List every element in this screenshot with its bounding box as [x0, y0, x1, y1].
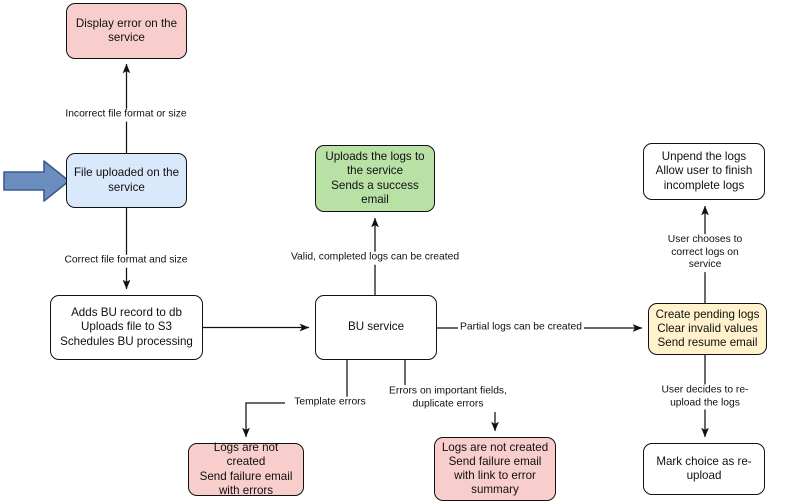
- edge-label-correct-format: Correct file format and size: [62, 254, 190, 268]
- edge-label-partial-logs: Partial logs can be created: [458, 321, 584, 335]
- node-unpend-the-logs[interactable]: Unpend the logs Allow user to finish inc…: [643, 143, 765, 200]
- edge-label-user-corrects: User chooses to correct logs on service: [657, 234, 753, 272]
- edge-template-to-logs-errors: [242, 402, 285, 438]
- edge-label-incorrect-format: Incorrect file format or size: [63, 108, 189, 122]
- edge-label-user-reuploads: User decides to re-upload the logs: [657, 384, 753, 410]
- node-uploads-logs-success[interactable]: Uploads the logs to the service Sends a …: [315, 145, 435, 212]
- edge-label-important-errors: Errors on important fields, duplicate er…: [387, 385, 509, 411]
- node-display-error[interactable]: Display error on the service: [66, 3, 187, 59]
- node-adds-bu-record[interactable]: Adds BU record to db Uploads file to S3 …: [50, 295, 203, 360]
- node-logs-not-created-errors[interactable]: Logs are not created Send failure email …: [188, 441, 304, 497]
- node-mark-choice-reupload[interactable]: Mark choice as re- upload: [643, 443, 765, 495]
- edge-label-template-errors: Template errors: [292, 396, 368, 410]
- node-logs-not-created-summary[interactable]: Logs are not created Send failure email …: [434, 437, 556, 501]
- node-bu-service[interactable]: BU service: [315, 295, 437, 360]
- node-file-uploaded[interactable]: File uploaded on the service: [66, 153, 187, 208]
- node-create-pending-logs[interactable]: Create pending logs Clear invalid values…: [648, 303, 767, 355]
- edge-label-valid-logs: Valid, completed logs can be created: [288, 251, 462, 265]
- incoming-block-arrow: [3, 160, 70, 202]
